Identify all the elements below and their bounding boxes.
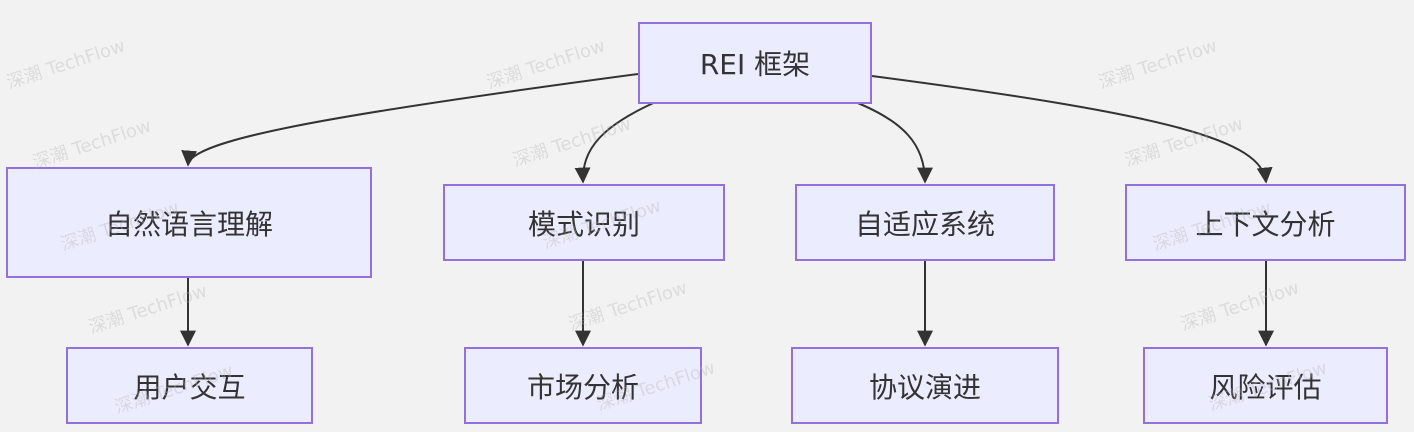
node-nlu: 自然语言理解 <box>6 167 372 278</box>
node-context-analysis: 上下文分析 <box>1125 184 1406 261</box>
edge-root-to-pattern <box>574 97 666 184</box>
node-adaptive-system: 自适应系统 <box>795 184 1055 261</box>
node-market-analysis: 市场分析 <box>464 347 702 424</box>
edge-root-to-context <box>871 75 1273 184</box>
node-user-interaction: 用户交互 <box>66 347 313 424</box>
node-pattern-recognition: 模式识别 <box>443 184 725 261</box>
node-protocol-evolution: 协议演进 <box>791 347 1059 424</box>
root-node: REI 框架 <box>638 22 872 104</box>
edge-root-to-nlu <box>181 73 639 167</box>
node-risk-assessment: 风险评估 <box>1143 347 1388 424</box>
edge-root-to-adaptive <box>844 97 933 184</box>
